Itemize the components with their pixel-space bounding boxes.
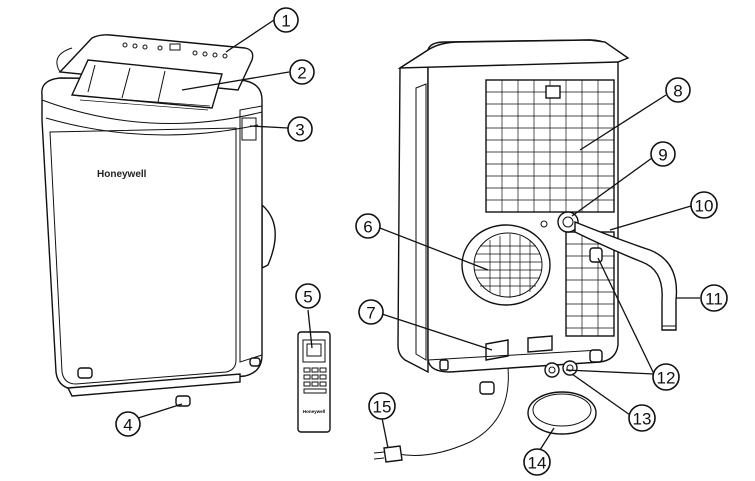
callout-7: 7	[358, 299, 384, 325]
leader-12	[597, 257, 655, 375]
svg-text:5: 5	[303, 288, 312, 307]
callout-5: 5	[295, 283, 321, 309]
svg-text:7: 7	[366, 304, 375, 323]
svg-text:12: 12	[657, 369, 676, 388]
svg-text:8: 8	[673, 82, 682, 101]
control-panel	[122, 42, 228, 59]
callout-9: 9	[650, 141, 676, 167]
rear-unit	[373, 39, 678, 463]
leader-9	[571, 157, 653, 217]
leader-lines	[131, 19, 700, 454]
callout-12: 12	[652, 363, 680, 391]
remote-logo: Honeywell	[303, 409, 325, 414]
leader-13	[571, 373, 631, 416]
leader-15	[381, 417, 389, 449]
leader-5	[307, 309, 313, 349]
rear-grille-upper	[485, 79, 615, 213]
leader-10	[609, 205, 692, 231]
remote-control: Honeywell	[297, 331, 331, 433]
svg-text:3: 3	[295, 121, 304, 140]
svg-text:14: 14	[528, 454, 547, 473]
leader-6	[379, 227, 489, 271]
leader-8	[579, 94, 667, 151]
svg-text:11: 11	[705, 290, 723, 309]
svg-text:9: 9	[658, 146, 667, 165]
callout-14: 14	[523, 448, 551, 476]
callout-4: 4	[115, 411, 141, 437]
svg-text:10: 10	[695, 197, 714, 216]
callout-1: 1	[273, 7, 299, 33]
callout-3: 3	[287, 116, 313, 142]
callout-2: 2	[289, 59, 315, 85]
svg-text:2: 2	[297, 64, 306, 83]
callout-6: 6	[355, 213, 381, 239]
svg-text:6: 6	[363, 218, 372, 237]
svg-text:13: 13	[633, 410, 652, 429]
callout-11: 11	[700, 284, 728, 312]
leader-7	[381, 313, 493, 351]
leader-4	[131, 403, 183, 421]
callout-13: 13	[628, 404, 656, 432]
leader-3	[249, 125, 289, 129]
svg-text:4: 4	[123, 416, 132, 435]
air-filter	[461, 224, 551, 306]
svg-text:15: 15	[373, 398, 392, 417]
leader-12b	[565, 369, 655, 375]
leader-2	[181, 71, 290, 91]
leader-1	[225, 19, 275, 53]
callout-15: 15	[368, 392, 396, 420]
callout-8: 8	[665, 77, 691, 103]
svg-text:1: 1	[281, 12, 290, 31]
callout-10: 10	[690, 191, 718, 219]
front-unit: Honeywell	[41, 34, 276, 407]
unit-logo: Honeywell	[97, 169, 147, 180]
